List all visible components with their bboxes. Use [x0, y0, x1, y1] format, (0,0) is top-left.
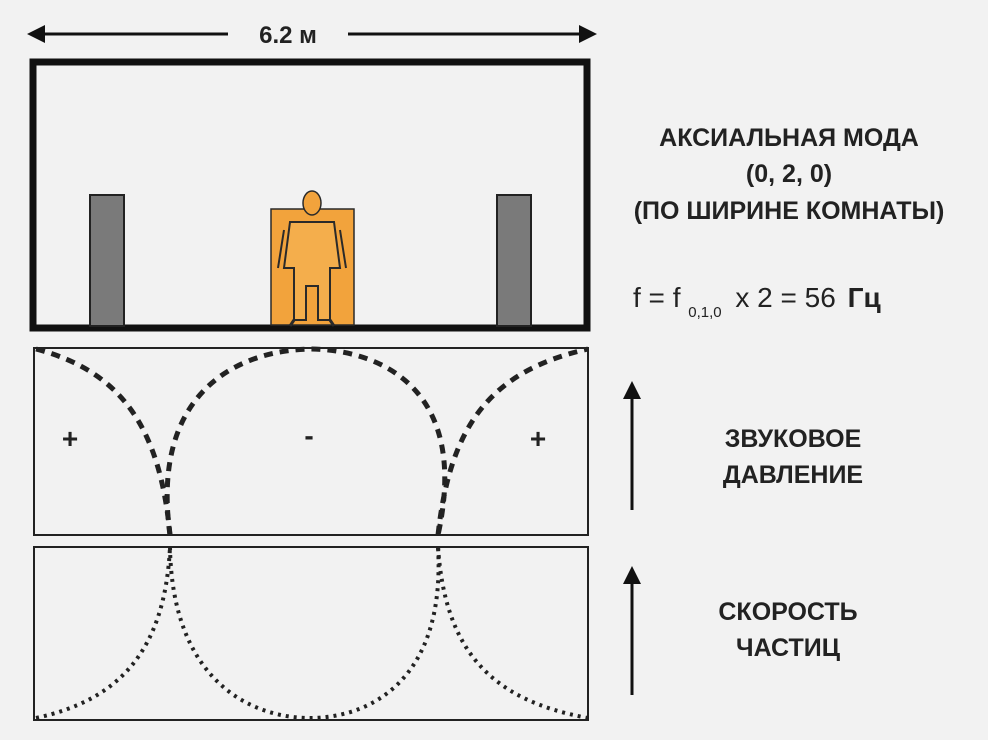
pressure-sign-left: +: [62, 423, 78, 454]
pressure-label-line1: ЗВУКОВОЕ: [725, 425, 862, 453]
velocity-legend: СКОРОСТЬ ЧАСТИЦ: [623, 566, 858, 695]
pressure-panel: + - +: [33, 346, 589, 536]
right-speaker: [496, 194, 532, 327]
frequency-formula: f = f 0,1,0 x 2 = 56 Гц: [633, 282, 881, 323]
formula-subscript: 0,1,0: [688, 304, 721, 321]
pressure-sign-right: +: [530, 423, 546, 454]
velocity-curve-middle: [168, 546, 441, 721]
velocity-label-line1: СКОРОСТЬ: [718, 598, 857, 626]
formula-unit: Гц: [848, 282, 881, 313]
velocity-curve-left: [35, 546, 172, 720]
room: [29, 58, 591, 332]
formula-lhs: f = f: [633, 282, 681, 313]
svg-text:f = f 0,1,0 x: f = f 0,1,0 x 2 = 56 Гц: [633, 282, 881, 323]
dimension-label: 6.2 м: [259, 22, 317, 49]
room-frame: [29, 58, 591, 332]
width-dimension: 6.2 м: [27, 22, 597, 49]
pressure-box: [33, 347, 589, 536]
pressure-curve-right: [435, 346, 589, 536]
left-speaker: [89, 194, 125, 327]
seated-person-icon: [270, 190, 355, 327]
velocity-curve-right: [436, 546, 589, 720]
velocity-label-line2: ЧАСТИЦ: [736, 634, 841, 662]
mode-note: (ПО ШИРИНЕ КОМНАТЫ): [634, 197, 945, 225]
pressure-sign-middle: -: [304, 420, 313, 451]
formula-rhs: x 2 = 56: [735, 282, 835, 313]
mode-description: АКСИАЛЬНАЯ МОДА (0, 2, 0) (ПО ШИРИНЕ КОМ…: [634, 124, 945, 225]
velocity-box: [33, 546, 589, 721]
mode-title: АКСИАЛЬНАЯ МОДА: [659, 124, 919, 152]
pressure-label-line2: ДАВЛЕНИЕ: [723, 461, 863, 489]
mode-indices: (0, 2, 0): [746, 160, 832, 188]
pressure-curve: [35, 346, 173, 536]
pressure-legend: ЗВУКОВОЕ ДАВЛЕНИЕ: [623, 381, 863, 510]
velocity-panel: [33, 546, 589, 721]
